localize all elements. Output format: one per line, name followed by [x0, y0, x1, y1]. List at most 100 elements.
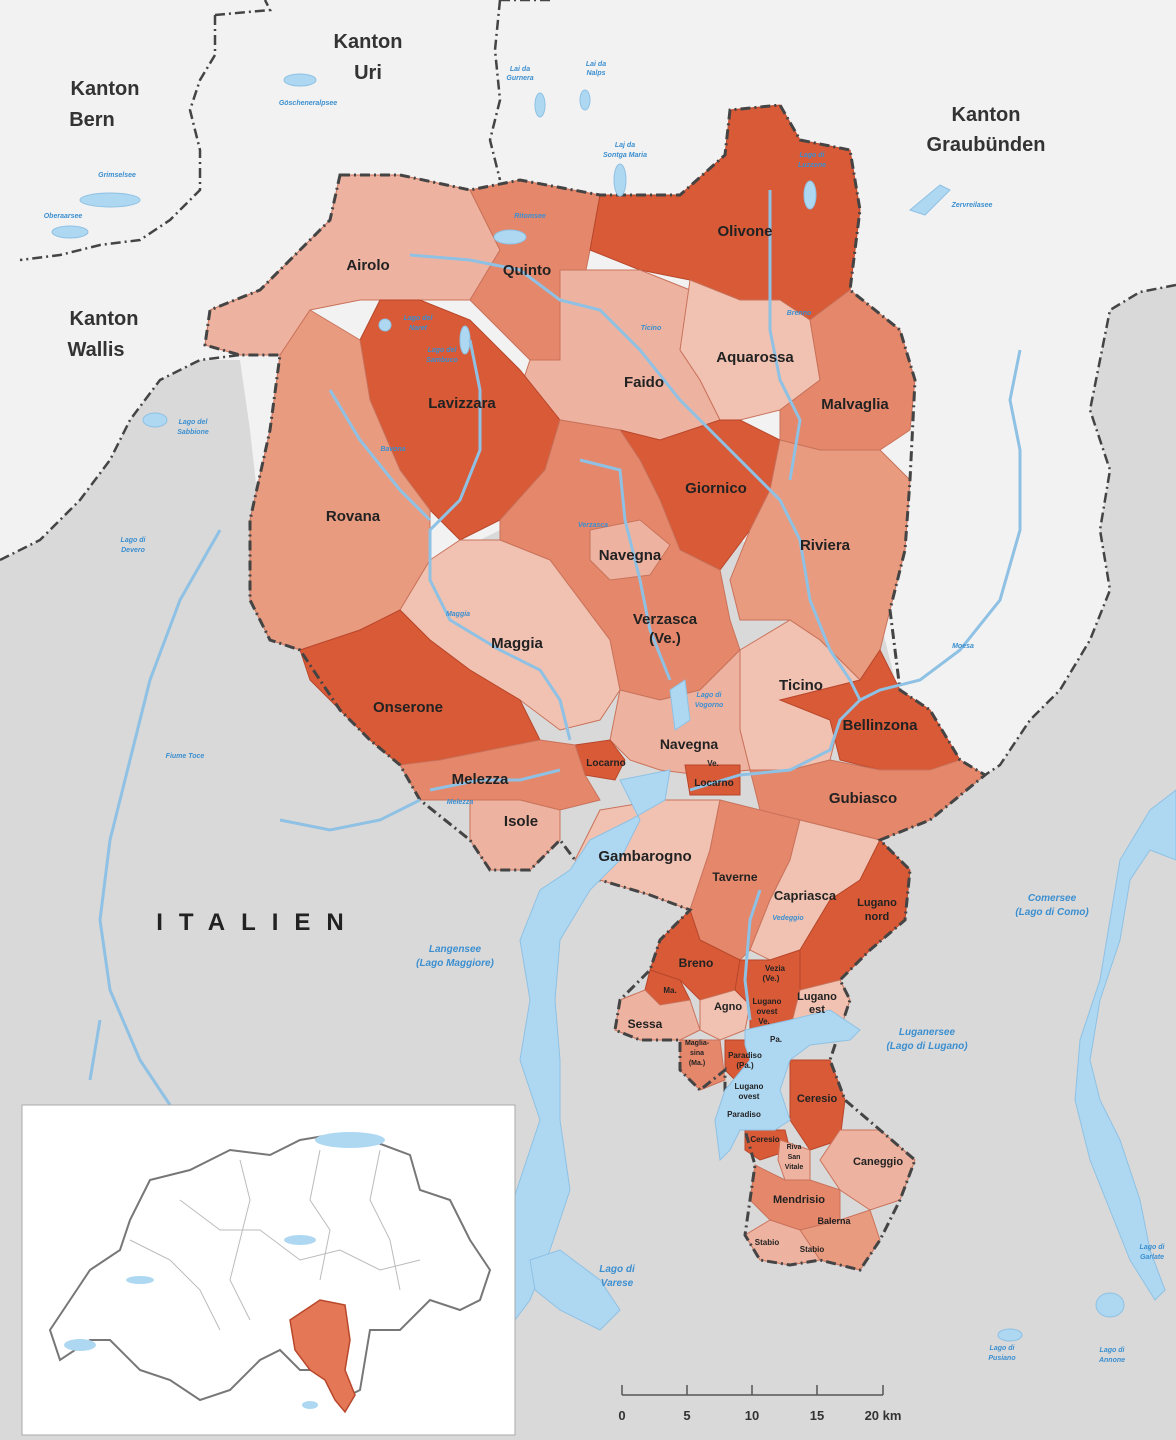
label-lago-sabbione-1: Lago del: [179, 419, 209, 426]
label-ceresio-west: Ceresio: [750, 1135, 779, 1144]
label-lago-varese-2: Varese: [601, 1278, 634, 1289]
label-stabio-2: Stabio: [800, 1245, 825, 1254]
label-lugano-ovest-b1: Lugano: [735, 1082, 764, 1091]
label-luganersee-1: Luganersee: [899, 1027, 956, 1038]
label-brenno: Brenno: [787, 310, 812, 317]
label-paradiso-pa-1: Paradiso: [728, 1051, 762, 1060]
canton-borders: [0, 0, 1176, 777]
label-lago-sambuco-2: Sambuco: [426, 357, 458, 364]
label-laj-sontga-maria-2: Sontga Maria: [603, 152, 647, 159]
inset-map: [21, 1104, 516, 1436]
label-lugano-ovest-a2: ovest: [757, 1007, 778, 1016]
label-lago-garlate-2: Garlate: [1140, 1254, 1164, 1261]
label-lugano-nord-2: nord: [865, 911, 889, 923]
label-melezza: Melezza: [452, 771, 509, 788]
label-fiume-toce: Fiume Toce: [166, 753, 205, 760]
label-capriasca: Capriasca: [774, 888, 837, 903]
label-oberaarsee: Oberaarsee: [44, 213, 83, 220]
label-langensee-2: (Lago Maggiore): [416, 958, 494, 969]
district-stabio: [744, 1219, 821, 1266]
label-maggia: Maggia: [491, 635, 543, 652]
label-lai-nalps-2: Nalps: [586, 70, 605, 77]
label-lago-naret-2: Naret: [409, 325, 428, 332]
label-navegna-north: Navegna: [599, 547, 662, 564]
label-maggia-river: Maggia: [446, 611, 470, 618]
district-melezza: [399, 739, 601, 811]
label-lai-nalps-1: Lai da: [586, 61, 606, 68]
label-lago-luzzone-1: Lago di: [800, 152, 826, 159]
label-lugano-est-2: est: [809, 1004, 825, 1016]
label-lago-annone-1: Lago di: [1100, 1347, 1126, 1354]
label-isole: Isole: [504, 813, 538, 830]
district-taverne: [689, 799, 801, 961]
label-riva-1: Riva: [787, 1144, 802, 1151]
label-stabio-1: Stabio: [755, 1238, 780, 1247]
label-uri-1: Kanton: [334, 31, 403, 53]
label-ma: Ma.: [663, 986, 676, 995]
label-melezza-river: Melezza: [447, 799, 474, 806]
label-vezia-2: (Ve.): [763, 974, 780, 983]
label-lai-gurnera-2: Gurnera: [506, 75, 533, 82]
label-airolo: Airolo: [346, 257, 389, 274]
water-labels: Lai da Gurnera Lai da Nalps Göscheneralp…: [44, 61, 1166, 1364]
label-mendrisio: Mendrisio: [773, 1194, 825, 1206]
label-ve-small: Ve.: [707, 759, 719, 768]
label-lugano-est-1: Lugano: [797, 991, 837, 1003]
label-vedeggio: Vedeggio: [772, 915, 804, 922]
label-rovana: Rovana: [326, 508, 381, 525]
label-moesa: Moesa: [952, 643, 974, 650]
label-sessa: Sessa: [628, 1017, 663, 1031]
label-taverne: Taverne: [712, 870, 757, 884]
label-lugano-nord-1: Lugano: [857, 897, 897, 909]
label-italien: ITALIEN: [156, 909, 360, 936]
label-lago-pusiano-2: Pusiano: [988, 1355, 1016, 1362]
label-locarno-east: Locarno: [694, 778, 733, 789]
label-laj-sontga-maria-1: Laj da: [615, 142, 635, 149]
label-breno: Breno: [679, 956, 714, 970]
label-comersee-2: (Lago di Como): [1015, 907, 1089, 918]
label-lai-gurnera-1: Lai da: [510, 66, 530, 73]
label-agno: Agno: [714, 1001, 742, 1013]
label-ve-2: Ve.: [758, 1017, 770, 1026]
label-magliasina-3: (Ma.): [689, 1060, 705, 1067]
label-caneggio: Caneggio: [853, 1156, 903, 1168]
label-zervreilasee: Zervreilasee: [951, 202, 993, 209]
label-balerna: Balerna: [817, 1216, 851, 1226]
district-caneggio: [819, 1129, 916, 1211]
scale-bar: 0 5 10 15 20 km: [618, 1385, 901, 1423]
label-luganersee-2: (Lago di Lugano): [886, 1041, 968, 1052]
label-aquarossa: Aquarossa: [716, 349, 794, 366]
label-olivone: Olivone: [717, 223, 772, 240]
label-bern-1: Kanton: [71, 78, 140, 100]
label-lago-sabbione-2: Sabbione: [177, 429, 209, 436]
label-verzasca-river: Verzasca: [578, 522, 608, 529]
district-labels: Airolo Quinto Olivone Aquarossa Faido Ma…: [326, 223, 918, 1254]
label-wallis-1: Kanton: [70, 308, 139, 330]
label-magliasina-1: Maglia-: [685, 1040, 710, 1047]
label-gubiasco: Gubiasco: [829, 790, 897, 807]
lakes: [51, 73, 1176, 1361]
label-lugano-ovest-b2: ovest: [739, 1092, 760, 1101]
label-lago-pusiano-1: Lago di: [990, 1345, 1016, 1352]
label-pa: Pa.: [770, 1035, 782, 1044]
district-isole: [469, 799, 561, 871]
label-verzasca-2: (Ve.): [649, 630, 681, 647]
ticino-canton: [203, 103, 988, 1272]
inset-ticino: [289, 1299, 356, 1414]
label-graubuenden-2: Graubünden: [927, 134, 1046, 156]
label-lago-varese-1: Lago di: [599, 1264, 635, 1275]
label-riviera: Riviera: [800, 537, 851, 554]
label-navegna-south: Navegna: [660, 736, 719, 752]
label-grimselsee: Grimselsee: [98, 172, 136, 179]
label-paradiso: Paradiso: [727, 1110, 761, 1119]
label-faido: Faido: [624, 374, 664, 391]
label-lago-garlate-1: Lago di: [1140, 1244, 1166, 1251]
label-riva-3: Vitale: [785, 1164, 804, 1171]
scale-tick-0: 0: [618, 1408, 625, 1423]
label-ceresio-east: Ceresio: [797, 1093, 838, 1105]
label-lago-sambuco-1: Lago del: [428, 347, 458, 354]
label-onserone: Onserone: [373, 699, 443, 716]
scale-tick-5: 5: [683, 1408, 690, 1423]
label-quinto: Quinto: [503, 262, 551, 279]
label-bern-2: Bern: [69, 109, 115, 131]
